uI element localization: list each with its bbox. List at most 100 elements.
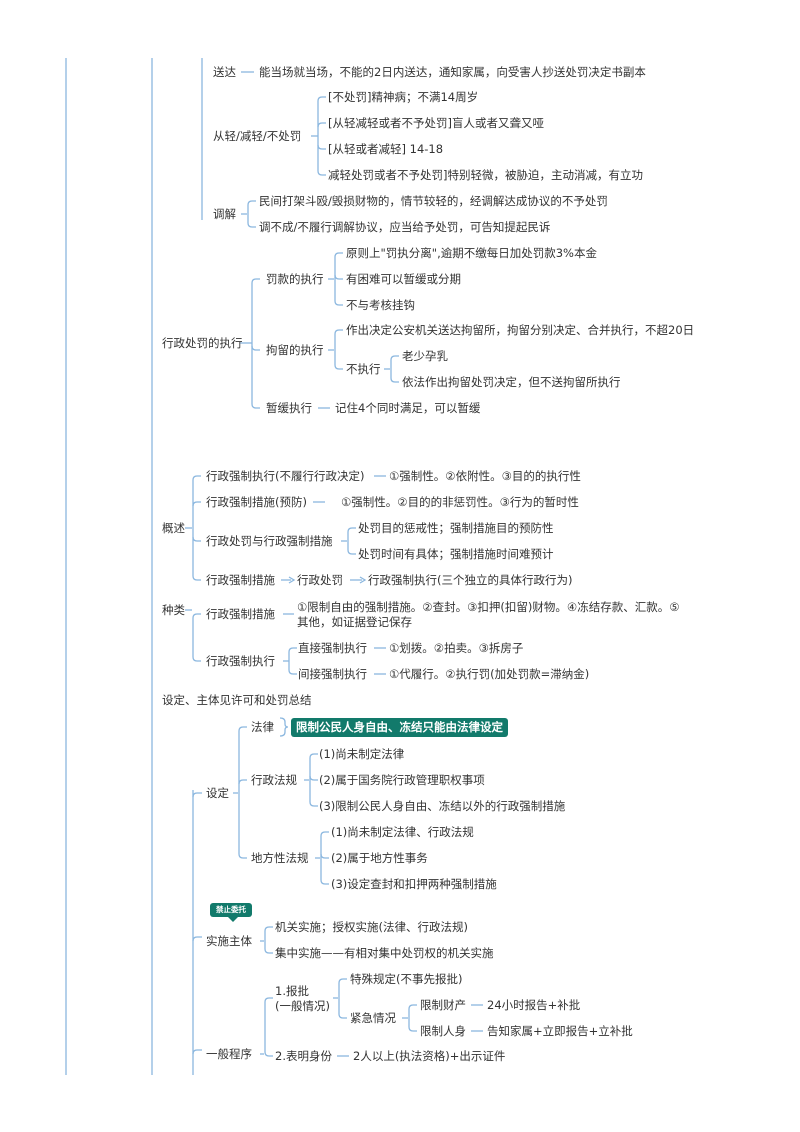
arrow-connector xyxy=(288,576,296,584)
node-congqing-3: [从轻或者减轻] 14-18 xyxy=(328,142,444,156)
node-tiaojie-2: 调不成/不履行调解协议，应当给予处罚，可告知提起民诉 xyxy=(259,220,551,234)
connector xyxy=(347,527,356,533)
node-congqing-1: [不处罚]精神病；不满14周岁 xyxy=(328,90,479,104)
node-fakuan-3: 不与考核挂钩 xyxy=(346,298,415,312)
connector xyxy=(334,364,343,370)
connector xyxy=(192,1049,202,1055)
connector xyxy=(192,936,202,942)
connector xyxy=(247,200,256,206)
node-baopi: 1.报批 (一般情况) xyxy=(275,984,330,1013)
connector xyxy=(317,122,326,128)
connector xyxy=(288,669,297,675)
node-gaishu-1: 行政强制执行(不履行行政决定) xyxy=(206,469,365,483)
node-xingzheng-fagui: 行政法规 xyxy=(251,773,297,787)
node-zhonglei-2: 行政强制执行 xyxy=(206,654,275,668)
node-congqing: 从轻/减轻/不处罚 xyxy=(213,129,302,143)
node-gaishu-2: 行政强制措施(预防) xyxy=(206,495,307,509)
node-gaishu-4: 行政强制措施 xyxy=(206,573,275,587)
connector xyxy=(279,717,289,737)
connector xyxy=(334,329,343,335)
connector xyxy=(347,549,356,555)
node-zhonglei: 种类 xyxy=(162,603,185,617)
node-biaoming-shenfen: 2.表明身份 xyxy=(275,1049,332,1063)
node-congqing-4: 减轻处罚或者不予处罚]特别轻微，被胁迫，主动消减，有立功 xyxy=(328,168,643,182)
node-buzhixing: 不执行 xyxy=(346,362,381,376)
connector xyxy=(288,647,297,653)
connector xyxy=(390,355,399,361)
node-falv-highlight: 限制公民人身自由、冻结只能由法律设定 xyxy=(291,718,508,737)
node-fakuan-1: 原则上"罚执分离",逾期不缴每日加处罚款3%本金 xyxy=(346,246,597,260)
connector xyxy=(238,853,247,859)
connector xyxy=(264,1051,273,1057)
node-juliu-1: 作出决定公安机关送达拘留所，拘留分别决定、合并执行，不超20日 xyxy=(346,323,695,337)
node-shishi-2: 集中实施——有相对集中处罚权的机关实施 xyxy=(275,946,494,960)
node-gaishu-3-2: 处罚时间有具体；强制措施时间难预计 xyxy=(358,547,554,561)
node-tiaojie-1: 民间打架斗殴/毁损财物的，情节较轻的，经调解达成协议的不予处罚 xyxy=(259,194,608,208)
node-biaoming-detail: 2人以上(执法资格)+出示证件 xyxy=(353,1049,506,1063)
node-xzfg-3: (3)限制公民人身自由、冻结以外的行政强制措施 xyxy=(319,799,566,813)
node-gaishu: 概述 xyxy=(162,521,185,535)
connector xyxy=(390,377,399,383)
node-zhonglei-1-detail: ①限制自由的强制措施。②查封。③扣押(扣留)财物。④冻结存款、汇款。⑤其他，如证… xyxy=(297,600,680,629)
node-jinji-2-detail: 告知家属+立即报告+立补批 xyxy=(487,1024,633,1038)
connector xyxy=(251,403,260,409)
node-gaishu-1-detail: ①强制性。②依附性。③目的的执行性 xyxy=(389,469,581,483)
node-zhonglei-2-2-detail: ①代履行。②执行罚(加处罚款=滞纳金) xyxy=(389,667,590,681)
node-jinji: 紧急情况 xyxy=(350,1011,396,1025)
node-juliu: 拘留的执行 xyxy=(266,343,324,357)
node-gaishu-2-detail: ①强制性。②目的的非惩罚性。③行为的暂时性 xyxy=(341,495,579,509)
connector xyxy=(334,274,343,280)
node-xzfg-2: (2)属于国务院行政管理职权事项 xyxy=(319,773,485,787)
connector xyxy=(338,978,347,984)
node-dfx-3: (3)设定查封和扣押两种强制措施 xyxy=(331,877,497,891)
node-buzhixing-2: 依法作出拘留处罚决定，但不送拘留所执行 xyxy=(402,375,621,389)
node-zhonglei-2-2: 间接强制执行 xyxy=(298,667,367,681)
connector xyxy=(192,501,201,507)
connector xyxy=(334,300,343,306)
node-jinji-2: 限制人身 xyxy=(420,1024,466,1038)
connector xyxy=(251,345,260,351)
connector xyxy=(320,831,329,837)
node-dfx-2: (2)属于地方性事务 xyxy=(331,851,428,865)
node-buzhixing-1: 老少孕乳 xyxy=(402,349,448,363)
tag-jinzhi-weituo: 禁止委托 xyxy=(210,903,252,922)
node-gaishu-3-1: 处罚目的惩戒性；强制措施目的预防性 xyxy=(358,521,554,535)
connector xyxy=(247,222,256,228)
node-xzfg-1: (1)尚未制定法律 xyxy=(319,747,405,761)
node-yiban-chengxu: 一般程序 xyxy=(206,1047,252,1061)
connector xyxy=(317,96,326,102)
connector xyxy=(309,775,318,781)
node-tiaojie: 调解 xyxy=(213,207,236,221)
connector xyxy=(192,613,201,619)
node-zhonglei-1: 行政强制措施 xyxy=(206,607,275,621)
connector xyxy=(264,997,273,1003)
connector xyxy=(309,753,318,759)
node-zanhuan-detail: 记住4个同时满足，可以暂缓 xyxy=(335,401,481,415)
connector xyxy=(320,853,329,859)
node-gaishu-3: 行政处罚与行政强制措施 xyxy=(206,534,333,548)
connector xyxy=(338,1013,347,1019)
connector xyxy=(238,779,247,785)
node-zhonglei-2-1-detail: ①划拨。②拍卖。③拆房子 xyxy=(389,641,524,655)
node-zhonglei-2-1: 直接强制执行 xyxy=(298,641,367,655)
connector xyxy=(320,879,329,885)
connector xyxy=(408,1004,417,1010)
node-shishi-1: 机关实施；授权实施(法律、行政法规) xyxy=(275,920,468,934)
node-congqing-2: [从轻减轻或者不予处罚]盲人或者又聋又哑 xyxy=(328,116,544,130)
node-gaishu-4-3: 行政强制执行(三个独立的具体行政行为) xyxy=(368,573,573,587)
connector xyxy=(238,726,247,732)
connector xyxy=(408,1026,417,1032)
node-dfx-1: (1)尚未制定法律、行政法规 xyxy=(331,825,474,839)
node-falv: 法律 xyxy=(251,720,274,734)
node-songda: 送达 xyxy=(213,65,236,79)
node-baopi-1: 特殊规定(不事先报批) xyxy=(350,972,463,986)
node-zanhuan: 暂缓执行 xyxy=(266,401,312,415)
node-difangxing-fagui: 地方性法规 xyxy=(251,851,309,865)
arrow-connector xyxy=(359,576,367,584)
connector xyxy=(334,252,343,258)
node-songda-detail: 能当场就当场，不能的2日内送达，通知家属，向受害人抄送处罚决定书副本 xyxy=(259,65,646,79)
connector xyxy=(264,948,273,954)
connector xyxy=(317,170,326,176)
